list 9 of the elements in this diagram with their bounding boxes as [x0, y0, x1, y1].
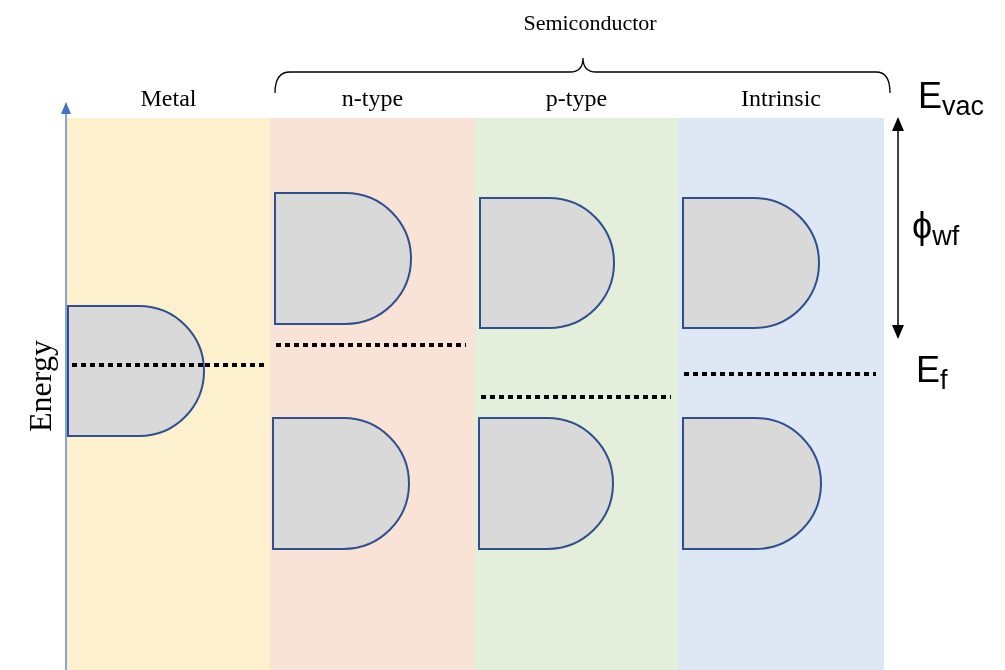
- work-function-label: ϕ$_{wf}$: [912, 208, 960, 244]
- energy-level-label: E$_{vac}$: [918, 78, 985, 114]
- brace-label: Semiconductor: [522, 9, 658, 37]
- axis-label: Energy: [21, 339, 59, 434]
- column-heading: Intrinsic: [740, 84, 822, 113]
- column-heading: p-type: [544, 84, 609, 113]
- energy-level-label: E$_{f}$: [916, 352, 948, 388]
- column-heading: Metal: [139, 84, 198, 113]
- column-heading: n-type: [340, 84, 405, 113]
